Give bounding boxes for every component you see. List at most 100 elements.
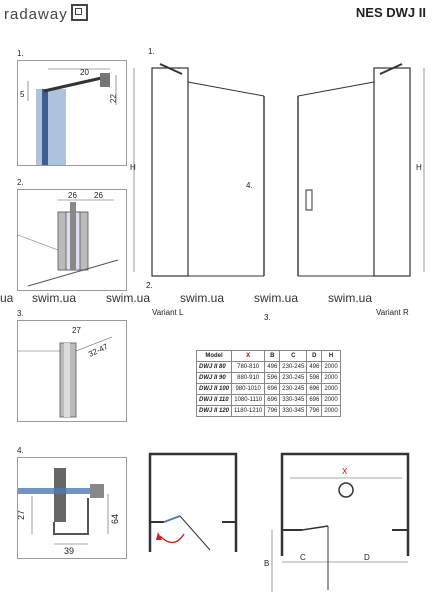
table-cell: 2000 [321,372,341,384]
table-row: DWJ II 90 880-910 596 230-245 596 2000 [195,372,341,384]
model-title: NES DWJ II [355,5,426,20]
variant-right-label: Variant R [376,308,409,317]
table-cell: 696 [306,383,323,395]
inset4-dim-h1: 27 [18,510,26,520]
door-handle [305,189,313,211]
table-cell: DWJ II 100 [195,383,233,395]
watermark-4: swim.ua [180,291,225,305]
inset-step-4: 27 39 64 [16,457,127,559]
fixed-panel-right [373,67,411,277]
brand-mark-icon [70,4,88,21]
inset2-dim-a: 26 [68,191,77,200]
header-model: Model [195,350,233,362]
table-cell: 1080-1110 [231,394,266,406]
swing-arrow-icon [159,533,185,544]
fixed-panel-left [151,67,189,277]
inset-step-1: 20 5 22 [17,60,127,166]
header-h: H [321,350,341,362]
table-cell: 2000 [321,405,341,417]
drain-icon [338,482,354,498]
plan-label-c: C [300,553,306,562]
inset2-dim-b: 26 [94,191,103,200]
watermark-5: swim.ua [254,291,299,305]
table-cell: 980-1010 [231,383,266,395]
plan-label-b: B [264,559,269,568]
step-1-label: 1. [17,49,24,58]
table-cell: 496 [264,361,281,373]
table-cell: 2000 [321,394,341,406]
variant-left-label: Variant L [152,308,184,317]
inset1-dim-top: 20 [80,68,89,77]
brand-name: radaway [4,6,68,23]
callout-4: 4. [246,181,253,190]
inset-step-2: 26 26 [17,189,127,291]
enclosure-walls [280,452,410,556]
floor-plan: X C D B [264,452,410,592]
table-cell: 330-345 [279,405,308,417]
table-cell: 330-345 [279,394,308,406]
plan-label-x: X [342,467,348,476]
inset-step-1-drawing: 20 5 22 [20,68,118,165]
inset3-dim-top: 27 [72,326,81,335]
table-cell: 880-910 [231,372,266,384]
spec-table-header: Model X B C D H [195,350,341,362]
table-cell: 2000 [321,361,341,373]
door-top-right [297,81,375,97]
watermark-1: ua [0,291,14,305]
table-cell: 230-245 [279,361,308,373]
table-cell: DWJ II 80 [195,361,233,373]
inset-step-4-drawing: 27 39 64 [16,468,120,556]
header-c: C [279,350,308,362]
header-x: X [231,350,266,362]
height-label-right: H [416,163,422,172]
table-cell: 230-245 [279,383,308,395]
plan-label-d: D [364,553,370,562]
inset-step-2-drawing: 26 26 [17,191,119,287]
header-b: B [264,350,281,362]
stabilizer-bar-right [379,63,403,75]
inset1-dim-right: 22 [109,94,118,103]
inset1-dim-left: 5 [20,90,25,99]
header-d: D [306,350,323,362]
table-cell: 596 [264,372,281,384]
watermark-3: swim.ua [106,291,151,305]
elevation-drawing: H 1. 2. Variant L 4. H 3. Variant R [130,47,425,320]
inset4-dim-w: 39 [64,546,74,556]
swing-arrowhead-icon [156,532,162,540]
height-label-left: H [130,163,136,172]
table-cell: DWJ II 110 [195,394,233,406]
spec-table: Model X B C D H DWJ II 80 780-810 496 23… [195,350,341,417]
door-top-left [187,81,265,97]
inset3-dim-range: 32-47 [87,342,110,359]
callout-1: 1. [148,47,155,56]
brand-logo: radaway [4,4,88,23]
door-swing-leaf [179,515,211,551]
table-cell: 796 [264,405,281,417]
door-swing-plan [148,452,238,552]
table-cell: 1180-1210 [231,405,266,417]
table-row: DWJ II 120 1180-1210 796 330-345 796 200… [195,405,341,417]
table-cell: DWJ II 120 [195,405,233,417]
plan-door [301,525,329,531]
table-cell: 230-245 [279,372,308,384]
step-3-label: 3. [17,309,24,318]
table-row: DWJ II 110 1080-1110 696 330-345 696 200… [195,394,341,406]
inset4-dim-h2: 64 [110,514,120,524]
table-cell: 2000 [321,383,341,395]
watermark-6: swim.ua [328,291,373,305]
callout-3: 3. [264,313,271,320]
table-cell: 796 [306,405,323,417]
step-2-label: 2. [17,178,24,187]
stabilizer-bar-left [159,63,183,75]
step-4-label: 4. [17,446,24,455]
table-cell: 696 [264,383,281,395]
table-cell: 696 [306,394,323,406]
table-row: DWJ II 100 980-1010 696 230-245 696 2000 [195,383,341,395]
inset-step-3-drawing: 27 32-47 [18,326,113,418]
table-cell: 696 [264,394,281,406]
table-cell: 780-810 [231,361,266,373]
door-leaf-small [163,515,181,523]
table-cell: DWJ II 90 [195,372,233,384]
table-cell: 596 [306,372,323,384]
enclosure-walls-small [148,452,238,552]
